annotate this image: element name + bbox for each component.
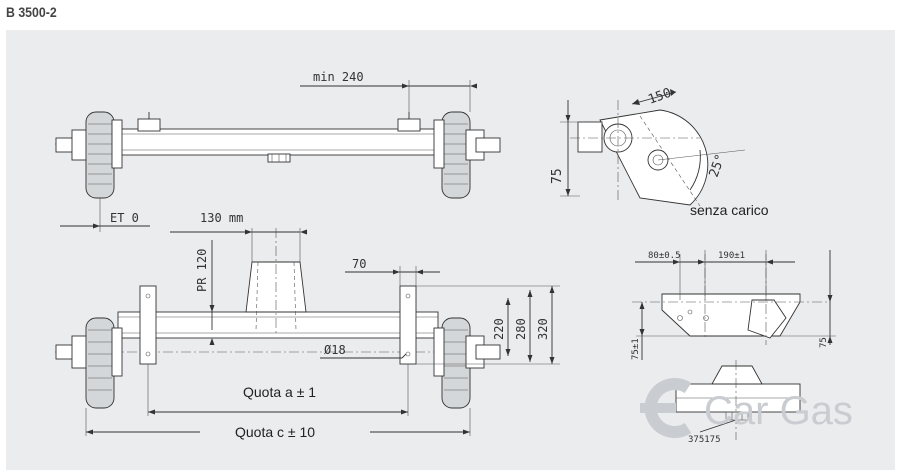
right-bracket	[397, 118, 421, 132]
quota-a-box	[200, 378, 370, 404]
dim-bracket-right-height: 75	[819, 337, 829, 348]
dim-bracket-bottom: 375175	[688, 435, 721, 445]
side-view	[560, 89, 746, 207]
bottom-left-tire	[85, 317, 115, 409]
dim-offset: 70	[352, 257, 366, 271]
label-quota-a: Quota a ± 1	[243, 384, 316, 400]
dim-min-length: min 240	[313, 70, 364, 84]
left-bracket	[137, 118, 161, 132]
dim-bracket-left-height: 75±1	[631, 338, 641, 360]
top-axle-view	[55, 80, 501, 232]
left-tire	[85, 111, 115, 199]
dim-h1: 220	[492, 318, 506, 340]
dim-hole: Ø18	[324, 343, 346, 357]
bottom-axle-beam	[117, 311, 439, 339]
dim-pr: PR 120	[195, 249, 209, 292]
dim-side-height: 75	[550, 168, 565, 184]
model-code: B 3500-2	[6, 4, 57, 20]
label-quota-c: Quota c ± 10	[235, 424, 315, 440]
bracket-view	[632, 250, 836, 440]
dim-h2: 280	[514, 318, 528, 340]
dim-bracket-left: 80±0.5	[648, 251, 681, 261]
caption-senza-carico: senza carico	[690, 202, 769, 218]
axle-beam	[117, 128, 439, 156]
dim-h3: 320	[536, 318, 550, 340]
dim-et: ET 0	[110, 211, 139, 225]
dim-arc: 150	[646, 86, 673, 108]
right-hub	[475, 137, 501, 153]
dim-bracket-right: 190±1	[718, 251, 745, 261]
quota-c-box	[200, 418, 370, 444]
dim-width: 130 mm	[200, 211, 243, 225]
bottom-axle-view	[55, 228, 560, 436]
dim-angle: 25°	[707, 152, 729, 179]
watermark-text: Car Gas	[704, 389, 853, 433]
watermark-logo: Car Gas	[640, 378, 853, 438]
